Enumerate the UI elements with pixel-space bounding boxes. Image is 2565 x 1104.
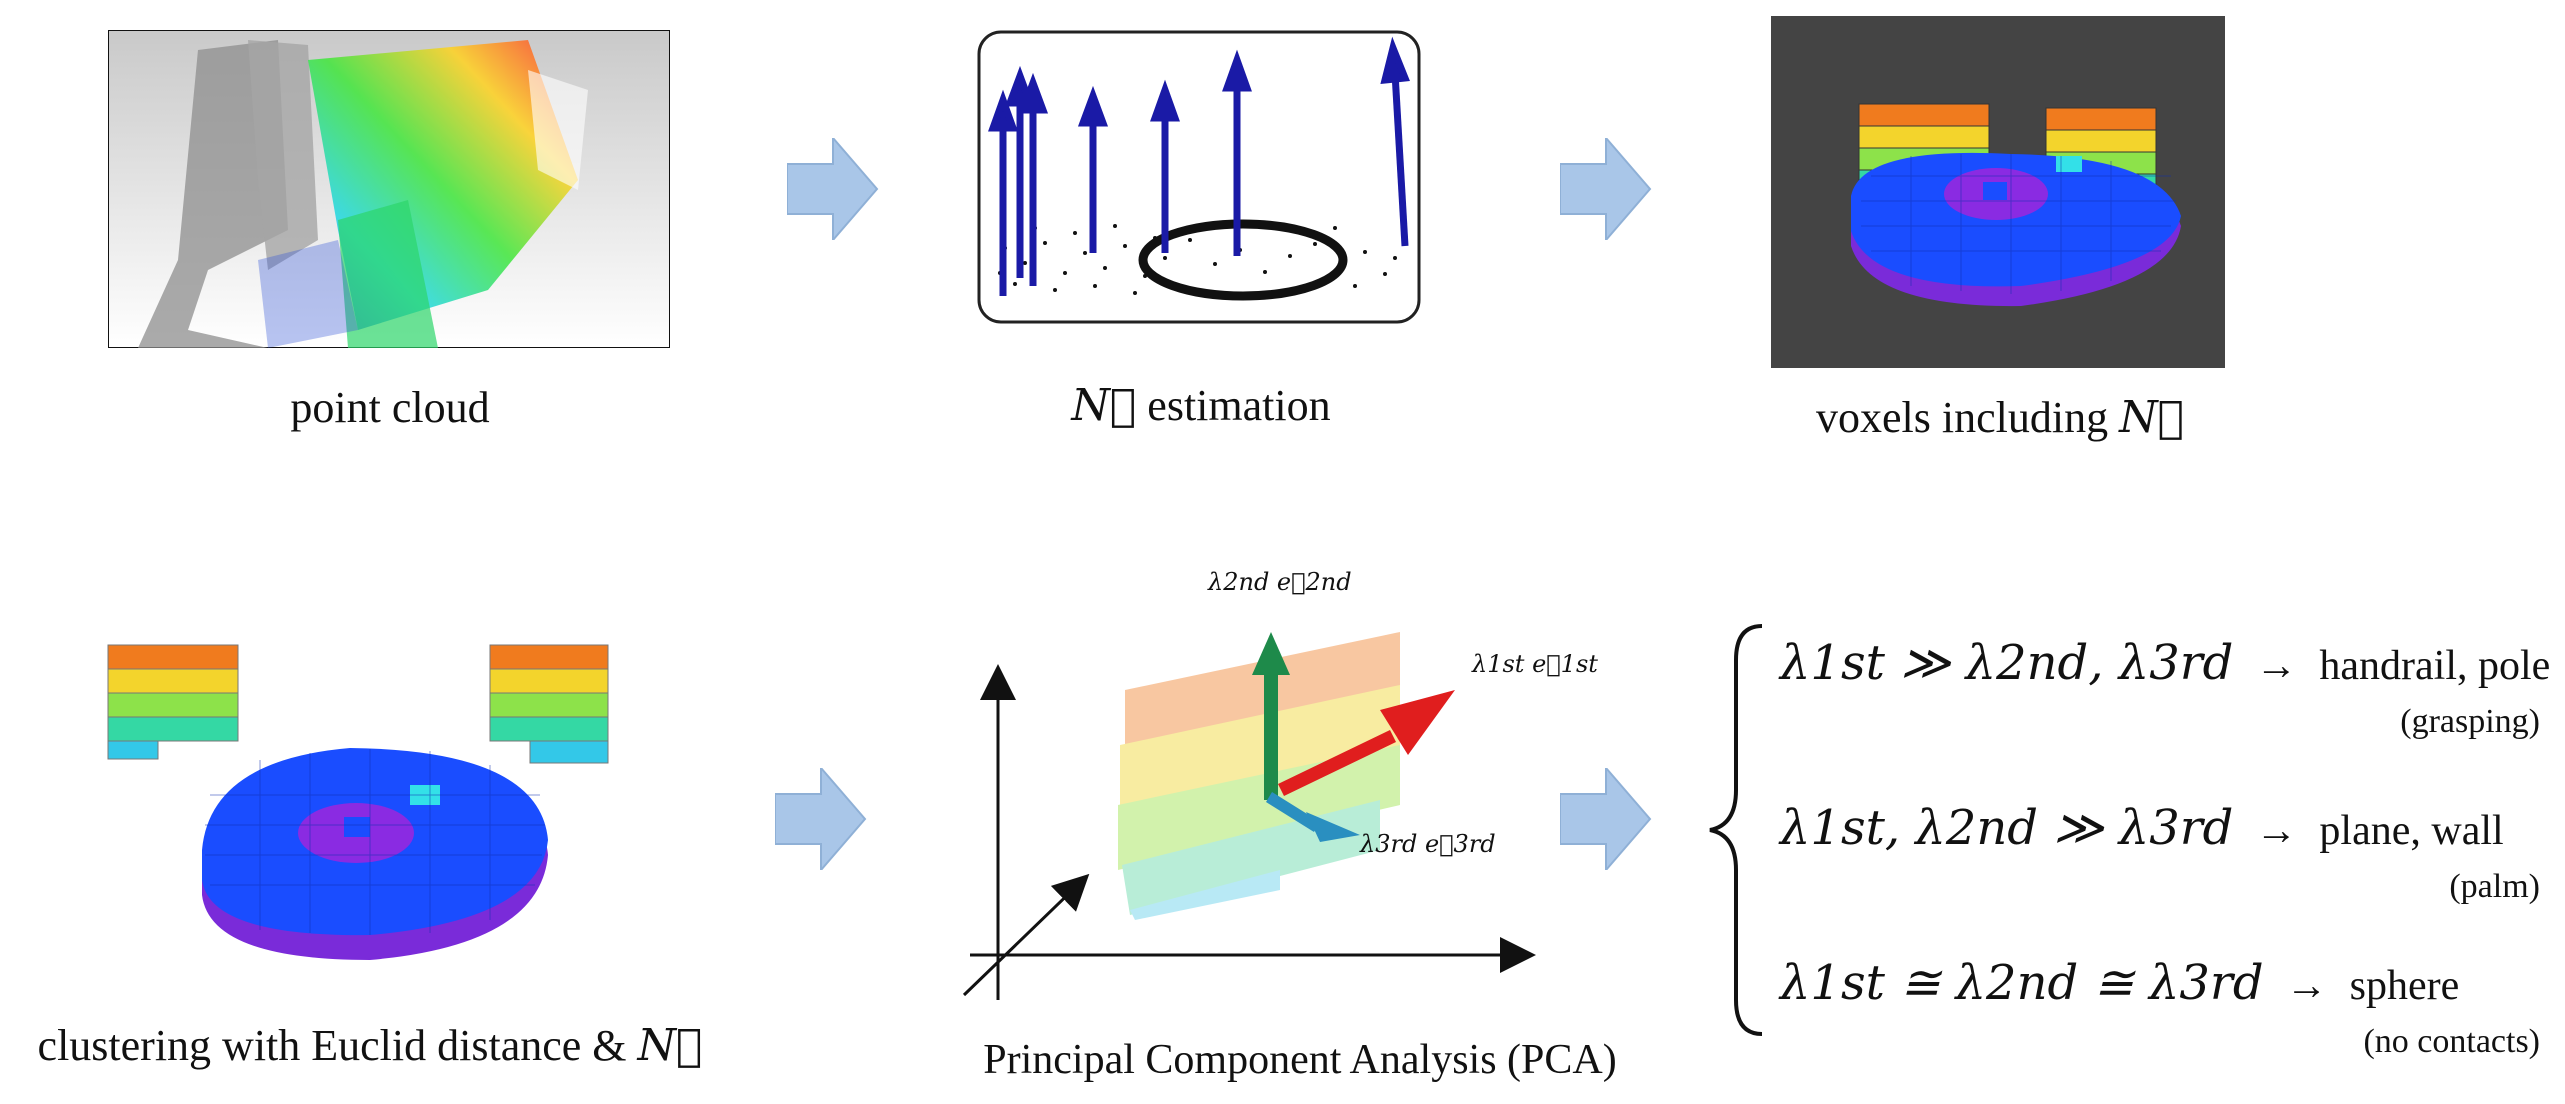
voxels-graphic: [1771, 16, 2225, 368]
eigenvector-1st-arrow: [1278, 690, 1455, 796]
caption-voxels-text: voxels including: [1816, 393, 2120, 442]
caption-n-estimation: N⃗ estimation: [1070, 380, 1332, 431]
flow-arrow-4: [1560, 768, 1652, 870]
caption-n-estimation-text: estimation: [1136, 381, 1331, 430]
label-e3rd: λ3rd e⃗3rd: [1360, 830, 1496, 858]
rule-arrow: →: [2255, 643, 2298, 689]
point-cloud-graphic: [107, 29, 671, 349]
caption-clustering-text: clustering with Euclid distance &: [37, 1021, 638, 1070]
curly-brace: [1709, 624, 1763, 1036]
normal-vector-symbol: N⃗: [1071, 380, 1137, 431]
normal-vector-symbol: N⃗: [637, 1020, 703, 1071]
rule-expression: λ1st ≫ λ2nd, λ3rd: [1780, 635, 2234, 691]
rule-note: (no contacts): [2363, 1023, 2540, 1060]
eigenvector-2nd-arrow: [1252, 632, 1290, 800]
label-e2nd: λ2nd e⃗2nd: [1208, 568, 1352, 596]
rule-note: (palm): [2449, 868, 2540, 905]
pca-graphic: [962, 632, 1536, 1000]
normal-estimation-image: [975, 28, 1427, 330]
flow-arrow-3: [775, 768, 867, 870]
clustering-graphic: [107, 644, 609, 960]
rule-expression: λ1st, λ2nd ≫ λ3rd: [1780, 800, 2234, 856]
rule-row-2: λ1st, λ2nd ≫ λ3rd → plane, wall (palm): [1780, 800, 2540, 910]
normal-estimation-graphic: [977, 30, 1421, 324]
label-e1st: λ1st e⃗1st: [1472, 650, 1598, 678]
caption-voxels: voxels including N⃗: [1800, 392, 2200, 443]
pca-z-axis: [962, 873, 1090, 997]
eigenvector-3rd-arrow: [1266, 792, 1360, 842]
rule-arrow: →: [2285, 963, 2328, 1009]
voxels-image: [1771, 16, 2225, 368]
clustering-image: [90, 615, 630, 975]
caption-point-cloud: point cloud: [290, 383, 490, 432]
rule-row-3: λ1st ≅ λ2nd ≅ λ3rd → sphere (no contacts): [1780, 955, 2540, 1065]
rule-label: sphere: [2349, 963, 2460, 1009]
rule-arrow: →: [2255, 808, 2298, 854]
rule-expression: λ1st ≅ λ2nd ≅ λ3rd: [1780, 955, 2264, 1011]
flow-arrow-2: [1560, 138, 1652, 240]
caption-clustering: clustering with Euclid distance & N⃗: [20, 1020, 720, 1071]
normal-vector-symbol: N⃗: [2119, 392, 2184, 443]
point-cloud-image: [107, 29, 671, 349]
caption-pca: Principal Component Analysis (PCA): [983, 1037, 1617, 1083]
pca-image: λ2nd e⃗2nd λ1st e⃗1st λ3rd e⃗3rd: [950, 560, 1598, 1010]
rule-label: handrail, pole: [2319, 643, 2551, 689]
flow-arrow-1: [787, 138, 879, 240]
rule-row-1: λ1st ≫ λ2nd, λ3rd → handrail, pole (graspi…: [1780, 635, 2550, 745]
rule-note: (grasping): [2400, 703, 2540, 740]
rule-label: plane, wall: [2319, 808, 2504, 854]
